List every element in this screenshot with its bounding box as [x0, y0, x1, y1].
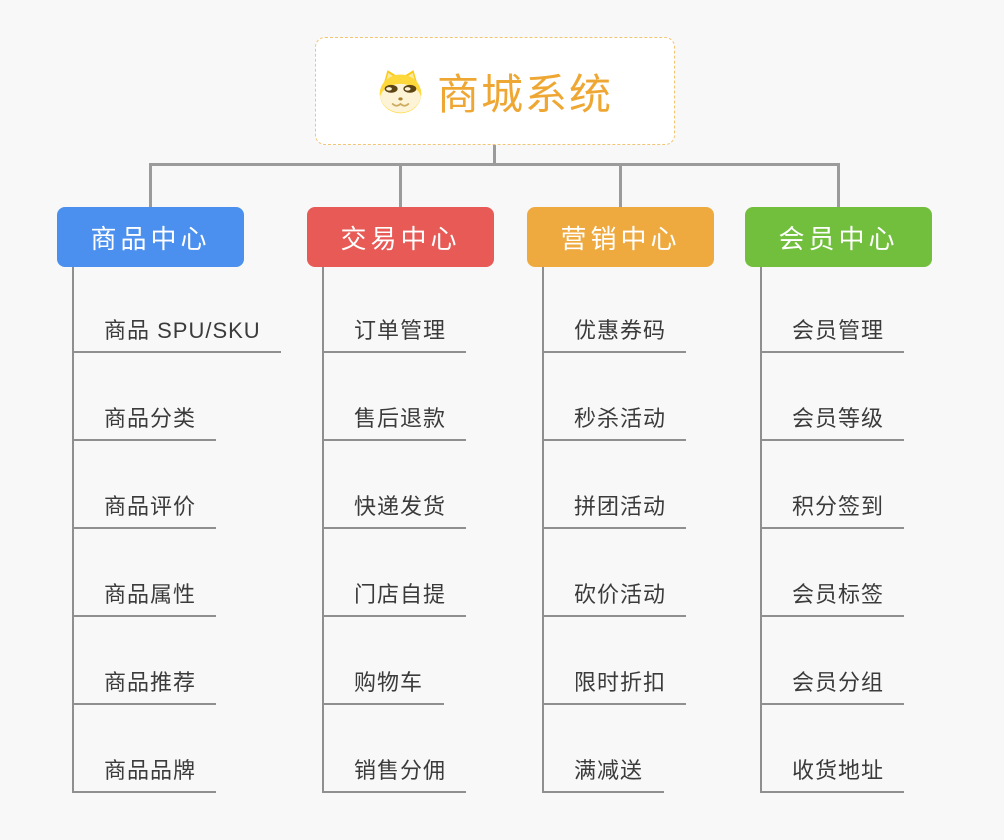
- leaf-node[interactable]: 会员分组: [762, 617, 905, 705]
- connector-root-stub: [493, 145, 496, 166]
- connector-branch-stub: [149, 163, 152, 209]
- leaf-node[interactable]: 限时折扣: [544, 617, 687, 705]
- branch-product-center: 商品中心 商品 SPU/SKU 商品分类 商品评价 商品属性 商品推荐 商品品牌: [57, 207, 281, 793]
- leaf-node[interactable]: 积分签到: [762, 441, 905, 529]
- leaf-node[interactable]: 会员等级: [762, 353, 905, 441]
- leaf-node[interactable]: 售后退款: [324, 353, 467, 441]
- leaf-node[interactable]: 商品 SPU/SKU: [74, 267, 281, 353]
- branch-node-member-center[interactable]: 会员中心: [745, 207, 932, 267]
- branch-children-member-center: 会员管理 会员等级 积分签到 会员标签 会员分组 收货地址: [760, 267, 905, 793]
- root-title: 商城系统: [436, 70, 613, 118]
- connector-branch-stub: [837, 163, 840, 209]
- doge-icon: [379, 70, 422, 114]
- leaf-node[interactable]: 商品推荐: [74, 617, 217, 705]
- branch-node-product-center[interactable]: 商品中心: [57, 207, 244, 267]
- branch-children-trade-center: 订单管理 售后退款 快递发货 门店自提 购物车 销售分佣: [322, 267, 467, 793]
- connector-horizontal-rail: [149, 163, 840, 166]
- branch-marketing-center: 营销中心 优惠券码 秒杀活动 拼团活动 砍价活动 限时折扣 满减送: [527, 207, 714, 793]
- leaf-node[interactable]: 快递发货: [324, 441, 467, 529]
- leaf-node[interactable]: 购物车: [324, 617, 444, 705]
- leaf-node[interactable]: 满减送: [544, 705, 664, 793]
- branch-children-product-center: 商品 SPU/SKU 商品分类 商品评价 商品属性 商品推荐 商品品牌: [72, 267, 281, 793]
- leaf-node[interactable]: 秒杀活动: [544, 353, 687, 441]
- root-node[interactable]: 商城系统: [315, 37, 675, 145]
- leaf-node[interactable]: 订单管理: [324, 267, 467, 353]
- branch-node-trade-center[interactable]: 交易中心: [307, 207, 494, 267]
- leaf-node[interactable]: 商品品牌: [74, 705, 217, 793]
- leaf-node[interactable]: 商品分类: [74, 353, 217, 441]
- branch-trade-center: 交易中心 订单管理 售后退款 快递发货 门店自提 购物车 销售分佣: [307, 207, 494, 793]
- leaf-node[interactable]: 优惠券码: [544, 267, 687, 353]
- leaf-node[interactable]: 商品评价: [74, 441, 217, 529]
- connector-branch-stub: [619, 163, 622, 209]
- leaf-node[interactable]: 拼团活动: [544, 441, 687, 529]
- leaf-node[interactable]: 会员标签: [762, 529, 905, 617]
- branch-member-center: 会员中心 会员管理 会员等级 积分签到 会员标签 会员分组 收货地址: [745, 207, 932, 793]
- leaf-node[interactable]: 收货地址: [762, 705, 905, 793]
- leaf-node[interactable]: 商品属性: [74, 529, 217, 617]
- branch-children-marketing-center: 优惠券码 秒杀活动 拼团活动 砍价活动 限时折扣 满减送: [542, 267, 687, 793]
- leaf-node[interactable]: 会员管理: [762, 267, 905, 353]
- leaf-node[interactable]: 砍价活动: [544, 529, 687, 617]
- connector-branch-stub: [399, 163, 402, 209]
- leaf-node[interactable]: 销售分佣: [324, 705, 467, 793]
- leaf-node[interactable]: 门店自提: [324, 529, 467, 617]
- branch-node-marketing-center[interactable]: 营销中心: [527, 207, 714, 267]
